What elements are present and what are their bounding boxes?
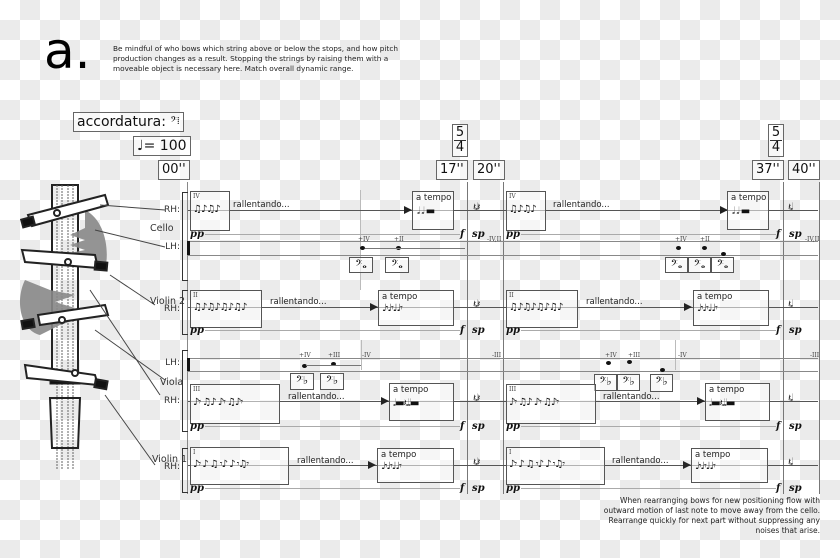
- cello-rh-staff: [188, 210, 818, 211]
- violin1-name: Violin 1: [152, 454, 188, 465]
- viola-name: Viola: [160, 377, 184, 388]
- violin2-rh-label: RH:: [163, 304, 180, 314]
- cello-atempo-box-1: a tempo 𝅗𝅥 𝅗𝅥 ▬: [412, 191, 454, 230]
- dynamic-sp: sp: [472, 229, 485, 240]
- cello-lh-label: LH:: [165, 242, 180, 252]
- cello-rh-label: RH:: [163, 205, 180, 215]
- cello-rallentando-1: rallentando...: [233, 200, 290, 210]
- arrow-icon: [720, 206, 728, 214]
- performance-instructions: Be mindful of who bows which string abov…: [113, 44, 398, 73]
- barline-20: [503, 182, 504, 494]
- violin1-rh-label: RH:: [163, 462, 180, 472]
- cello-lh-clef-box: 𝄢𝅝: [349, 257, 373, 273]
- violin1-pattern-box-2: I ♪𝄾 ♪ ♫ 𝄾♪ ♪ 𝄾♫𝄾: [506, 447, 605, 485]
- barline-17: [467, 182, 468, 494]
- cello-atempo-box-2: a tempo 𝅗𝅥 𝅗𝅥 ▬: [727, 191, 769, 230]
- viola-bracket: [182, 350, 188, 432]
- violin1-atempo-box-1: a tempo ♩𝄾♩𝄾♩♩𝄾: [377, 448, 454, 483]
- time-mark-20: 20'': [473, 160, 505, 180]
- cello-rallentando-2: rallentando...: [553, 200, 610, 210]
- viola-pattern-box-2: III ♪𝄾 ♫♪ ♪𝄾 ♫♪𝄾: [506, 384, 596, 424]
- time-mark-40: 40'': [788, 160, 820, 180]
- barline-37: [783, 182, 784, 494]
- footnote-instructions: When rearranging bows for new positionin…: [603, 496, 820, 535]
- cello-illustration: [19, 184, 166, 470]
- cello-lh-clef-box: 𝄢𝅝: [385, 257, 409, 273]
- violin2-pattern-box-2: II ♫♪♫♪♫♪♫♪: [506, 290, 578, 328]
- time-mark-37: 37'': [752, 160, 784, 180]
- accordatura-box: accordatura: 𝄢⁞: [73, 112, 184, 132]
- barline-40: [819, 182, 820, 494]
- time-mark-00: 00'': [158, 160, 190, 180]
- system-barline-start: [187, 182, 188, 494]
- violin1-pattern-box-1: I ♪𝄾 ♪ ♫ 𝄾♪ ♪ 𝄾♫𝄾: [190, 447, 289, 485]
- dynamic-f: f: [460, 229, 465, 240]
- violin1-bracket: [182, 448, 188, 493]
- violin2-atempo-box-2: a tempo ♩𝄾♩𝄾♩♩𝄾: [693, 290, 769, 326]
- violin2-bracket: [182, 290, 188, 335]
- cello-pattern-box-1: IV ♫♪♫♪: [190, 191, 230, 231]
- accordatura-label: accordatura:: [77, 114, 166, 130]
- time-mark-17: 17'': [436, 160, 468, 180]
- viola-rh-label: RH:: [163, 396, 180, 406]
- violin1-atempo-box-2: a tempo ♩𝄾♩𝄾♩♩𝄾: [691, 448, 768, 483]
- violin2-atempo-box-1: a tempo ♩𝄾♩𝄾♩♩𝄾: [378, 290, 454, 326]
- dynamic-pp: pp: [190, 229, 204, 240]
- violin2-name: Violin 2: [150, 296, 186, 307]
- cello-name: Cello: [150, 223, 174, 234]
- viola-atempo-box-2: a tempo 𝅗𝅥▬𝄽𝅗𝅥𝅗𝅥▬: [705, 383, 770, 421]
- violin2-pattern-box-1: II ♫♪♫♪♫♪♫♪: [190, 290, 262, 328]
- section-letter: a.: [44, 22, 91, 80]
- tempo-marking: ♩= 100: [133, 136, 191, 156]
- viola-lh-label: LH:: [165, 358, 180, 368]
- cello-bracket: [182, 192, 188, 281]
- viola-pattern-box-1: III ♪𝄾 ♫♪ ♪𝄾 ♫♪𝄾: [190, 384, 280, 424]
- bass-clef-icon: 𝄢⁞: [170, 116, 180, 127]
- viola-atempo-box-1: a tempo 𝅗𝅥▬𝄽𝅗𝅥𝅗𝅥▬: [389, 383, 454, 421]
- cello-pattern-box-2: IV ♫♪♫♪: [506, 191, 546, 231]
- arrow-icon: [404, 206, 412, 214]
